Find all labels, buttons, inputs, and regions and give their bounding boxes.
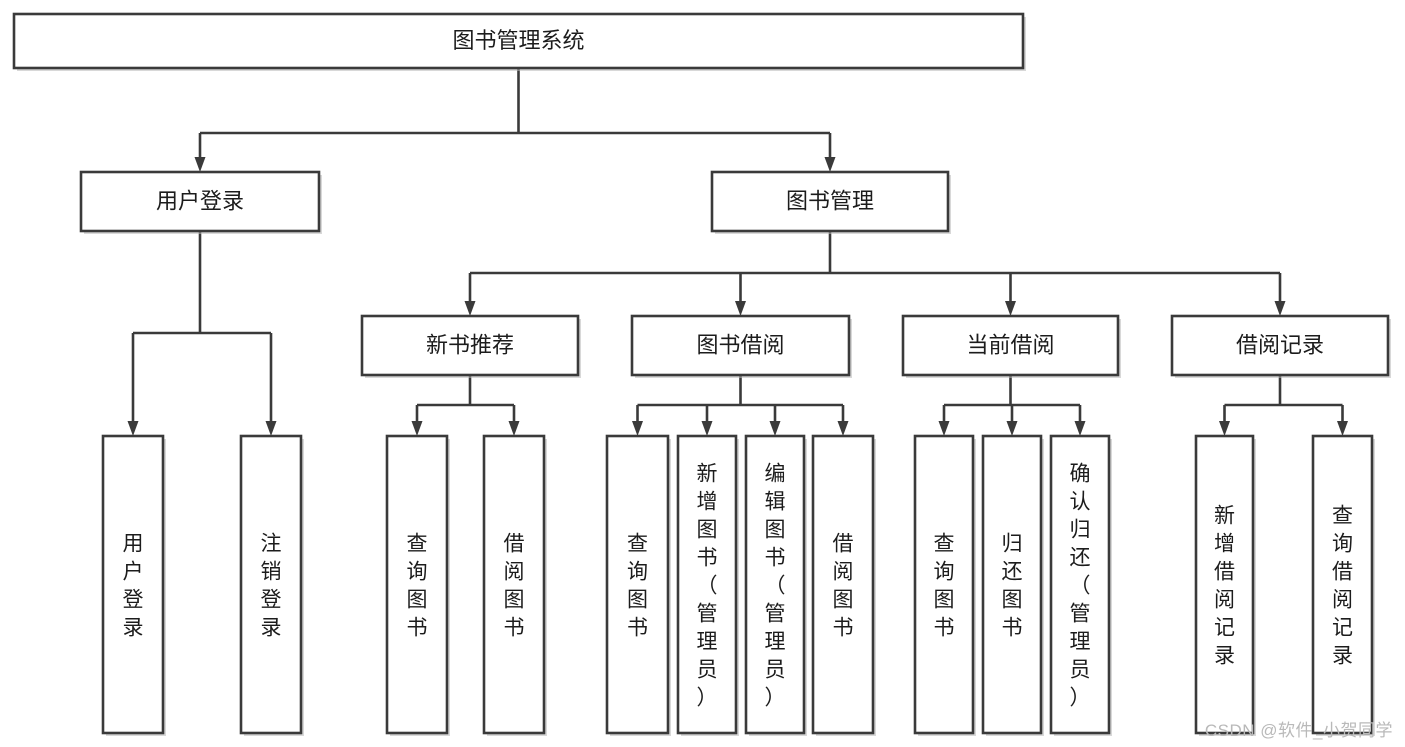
node-label: 新增借阅记录: [1214, 505, 1235, 668]
node-label: 新增图书（管理员）: [697, 463, 718, 710]
node-rect[interactable]: [385, 434, 449, 735]
node-rect[interactable]: [605, 434, 670, 735]
arrow-head: [464, 301, 476, 316]
node-rect[interactable]: [79, 170, 321, 233]
node-leaf-2[interactable]: 查询图书: [385, 434, 450, 736]
arrow-head: [837, 421, 849, 436]
node-rect[interactable]: [811, 434, 875, 735]
node-leaf-7[interactable]: 借阅图书: [811, 434, 876, 736]
node-leaf-5[interactable]: 新增图书（管理员）: [676, 434, 739, 736]
arrow-head: [735, 301, 746, 316]
node-label: 图书借阅: [696, 332, 784, 357]
arrow-head: [411, 421, 423, 436]
node-label: 用户登录: [123, 533, 144, 640]
node-rect[interactable]: [239, 434, 303, 735]
node-label: 查询图书: [407, 533, 428, 640]
node-root[interactable]: 图书管理系统: [12, 12, 1026, 71]
node-label: 编辑图书（管理员）: [765, 463, 786, 710]
node-leaf-8[interactable]: 查询图书: [913, 434, 976, 736]
node-level2-2[interactable]: 当前借阅: [901, 314, 1121, 378]
node-level2-3[interactable]: 借阅记录: [1170, 314, 1391, 378]
node-level2-1[interactable]: 图书借阅: [630, 314, 852, 378]
node-rect[interactable]: [913, 434, 975, 735]
node-rect[interactable]: [482, 434, 546, 735]
node-leaf-10[interactable]: 确认归还（管理员）: [1049, 434, 1112, 736]
node-rect[interactable]: [101, 434, 165, 735]
node-leaf-4[interactable]: 查询图书: [605, 434, 671, 736]
node-leaf-9[interactable]: 归还图书: [981, 434, 1044, 736]
arrow-head: [508, 421, 520, 436]
node-label: 注销登录: [261, 533, 282, 640]
node-level1-0[interactable]: 用户登录: [79, 170, 322, 234]
node-label: 当前借阅: [966, 332, 1054, 357]
node-leaf-3[interactable]: 借阅图书: [482, 434, 547, 736]
arrow-head: [701, 421, 713, 436]
arrow-head: [1005, 301, 1016, 316]
node-label: 归还图书: [1002, 533, 1023, 640]
node-leaf-11[interactable]: 新增借阅记录: [1194, 434, 1256, 736]
node-label: 用户登录: [156, 188, 244, 213]
node-rect[interactable]: [360, 314, 580, 377]
node-rect[interactable]: [1194, 434, 1255, 735]
arrow-head: [265, 421, 277, 436]
arrow-head: [632, 421, 643, 436]
node-rect[interactable]: [901, 314, 1120, 377]
node-label: 图书管理: [786, 188, 874, 213]
node-label: 新书推荐: [426, 332, 514, 357]
node-level1-1[interactable]: 图书管理: [710, 170, 951, 234]
arrow-head: [824, 157, 836, 172]
node-rect[interactable]: [1311, 434, 1374, 735]
node-rect[interactable]: [710, 170, 950, 233]
arrow-head: [938, 421, 950, 436]
node-label: 图书管理系统: [452, 28, 584, 53]
node-level2-0[interactable]: 新书推荐: [360, 314, 581, 378]
node-label: 借阅图书: [504, 533, 525, 640]
node-rect[interactable]: [630, 314, 851, 377]
node-rect[interactable]: [981, 434, 1043, 735]
node-leaf-1[interactable]: 注销登录: [239, 434, 304, 736]
node-label: 借阅记录: [1236, 332, 1324, 357]
nodes-layer: 图书管理系统用户登录图书管理新书推荐图书借阅当前借阅借阅记录用户登录注销登录查询…: [12, 12, 1391, 736]
node-leaf-0[interactable]: 用户登录: [101, 434, 166, 736]
node-label: 查询图书: [934, 533, 955, 640]
arrow-head: [1274, 301, 1286, 316]
node-leaf-6[interactable]: 编辑图书（管理员）: [744, 434, 807, 736]
arrow-head: [1219, 421, 1230, 436]
arrow-head: [1006, 421, 1018, 436]
arrow-head: [127, 421, 139, 436]
node-label: 确认归还（管理员）: [1070, 463, 1091, 710]
node-label: 查询借阅记录: [1332, 505, 1353, 668]
node-label: 查询图书: [627, 533, 648, 640]
arrow-head: [1337, 421, 1348, 436]
node-label: 借阅图书: [833, 533, 854, 640]
node-rect[interactable]: [1049, 434, 1111, 735]
node-rect[interactable]: [12, 12, 1025, 70]
arrow-head: [1074, 421, 1086, 436]
arrow-head: [769, 421, 781, 436]
node-rect[interactable]: [744, 434, 806, 735]
node-leaf-12[interactable]: 查询借阅记录: [1311, 434, 1375, 736]
node-rect[interactable]: [676, 434, 738, 735]
edges-layer: [127, 68, 1348, 436]
arrow-head: [194, 157, 206, 172]
node-rect[interactable]: [1170, 314, 1390, 377]
